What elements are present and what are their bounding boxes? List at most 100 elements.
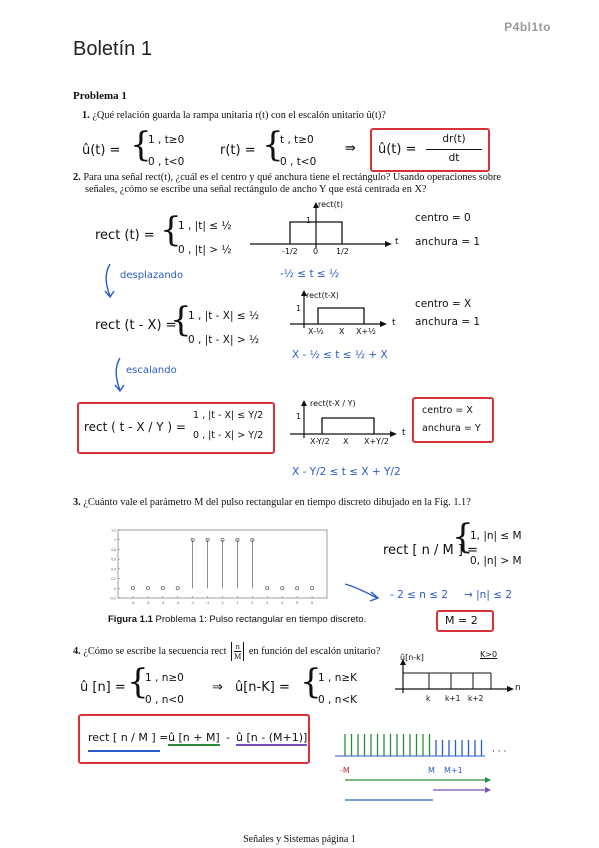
plot2-axis: t: [392, 318, 396, 328]
q1-r-lhs: r(t) =: [220, 143, 256, 158]
stem-marker: [265, 586, 270, 591]
arrow-icon: [485, 777, 491, 783]
y-tick-label: 1.2: [111, 529, 116, 533]
brace: {: [130, 125, 152, 165]
q2-scale-lhs: rect ( t - X / Y ) =: [84, 420, 186, 434]
plot1-tick: 1/2: [336, 247, 349, 256]
q4-result-term1: û [n + M]: [168, 731, 220, 746]
q3-implies: → |n| ≤ 2: [464, 589, 513, 601]
step-plot: [395, 659, 514, 693]
stem-marker: [235, 537, 240, 542]
q3-rect-lhs: rect [ n / M ] =: [383, 543, 478, 558]
plot2-tick: X+½: [356, 327, 376, 336]
anchura-2: anchura = 1: [415, 316, 481, 328]
q2-rect-lhs: rect (t) =: [95, 228, 155, 243]
plot2-tick: X: [339, 327, 345, 336]
q1-u-case1: 1 , t≥0: [148, 134, 185, 146]
figure-caption: Figura 1.1 Problema 1: Pulso rectangular…: [108, 614, 367, 625]
down-arrow-icon: [104, 263, 115, 299]
y-tick-label: 0.4: [111, 567, 116, 571]
plot2-tick: X-½: [308, 327, 324, 336]
rect-plot-2: [290, 290, 387, 328]
q1-result-lhs: û(t) =: [378, 142, 417, 157]
brace: {: [160, 210, 182, 250]
q2-shift-case2: 0 , |t - X| > ½: [188, 334, 260, 346]
q1-result-num: dr(t): [442, 133, 466, 145]
brace: {: [300, 662, 322, 702]
problem-heading: Problema 1: [73, 90, 127, 102]
q4-arrow: ⇒: [212, 680, 223, 695]
stem-marker: [145, 586, 150, 591]
anchura-1: anchura = 1: [415, 236, 481, 248]
stem-marker: [175, 586, 180, 591]
x-tick-label: 1: [236, 601, 238, 605]
q1-u-case2: 0 , t<0: [148, 156, 185, 168]
brace: {: [170, 300, 192, 340]
step-plot-axis: n: [515, 683, 521, 693]
q1-u-lhs: û(t) =: [82, 143, 121, 158]
rect-plot-3: [290, 400, 397, 438]
plot3-axis: t: [402, 428, 406, 438]
y-tick-label: -0.2: [110, 597, 116, 601]
plot2-tick-one: 1: [296, 304, 302, 313]
q1-arrow: ⇛: [345, 141, 356, 156]
q2-scale-case1: 1 , |t - X| ≤ Y/2: [193, 410, 264, 421]
x-tick-label: 2: [251, 601, 253, 605]
rect-plot-1: [250, 202, 392, 248]
q4-result-lhs: rect [ n / M ] =: [88, 731, 169, 744]
centro-3: centro = X: [422, 405, 473, 416]
q3-range: - 2 ≤ n ≤ 2: [390, 589, 449, 601]
q4-result-minus: -: [226, 731, 230, 744]
y-tick-label: 0.8: [111, 548, 116, 552]
q1-result-box: û(t) = dr(t) dt: [370, 128, 490, 172]
x-tick-label: 0: [222, 601, 224, 605]
plot3-tick: X+Y/2: [364, 437, 389, 446]
x-tick-label: 6: [311, 601, 313, 605]
q3-answer-box: M = 2: [436, 610, 494, 632]
underline: [88, 750, 160, 752]
seq-label: M: [428, 766, 435, 775]
sequence-plot: [335, 734, 491, 801]
step-plot-cond: K>0: [480, 650, 498, 659]
step-plot-label: û[n-k]: [400, 653, 424, 662]
q3-rect-case1: 1, |n| ≤ M: [470, 530, 522, 542]
plot1-axis: t: [395, 237, 399, 247]
y-tick-label: 0: [114, 587, 116, 591]
stem-marker: [205, 537, 210, 542]
stem-marker: [310, 586, 314, 591]
stem-marker: [280, 586, 285, 591]
y-tick-label: 0.6: [111, 558, 116, 562]
page-title: Boletín 1: [73, 38, 152, 60]
y-tick-label: 1: [114, 538, 116, 542]
plot3-label: rect(t-X / Y): [310, 399, 356, 408]
q2-text: 2. Para una señal rect(t), ¿cuál es el c…: [73, 172, 501, 195]
x-tick-label: -6: [131, 601, 134, 605]
range-2: X - ½ ≤ t ≤ ½ + X: [292, 349, 388, 361]
page-footer: Señales y Sistemas página 1: [243, 834, 356, 845]
plot1-tick-one: 1: [306, 216, 312, 225]
plot1-tick: 0: [313, 247, 319, 256]
q3-answer: M = 2: [445, 614, 478, 627]
q4-u-case2: 0 , n<0: [145, 694, 184, 706]
step-plot-tick: k: [426, 694, 431, 703]
x-tick-label: 5: [296, 601, 298, 605]
stem-marker: [131, 586, 135, 591]
q1-result-den: dt: [448, 152, 460, 164]
desplazando-label: desplazando: [120, 270, 184, 281]
stem-marker: [295, 586, 300, 591]
q4-u-case1: 1 , n≥0: [145, 672, 184, 684]
stem-marker: [160, 586, 165, 591]
stem-marker: [250, 537, 255, 542]
q4-result-box: rect [ n / M ] = û [n + M] - û [n - (M+1…: [78, 714, 310, 764]
curved-arrow-icon: [344, 583, 380, 602]
q4-uk-case1: 1 , n≥K: [318, 672, 358, 684]
x-tick-label: -1: [206, 601, 209, 605]
centro-2: centro = X: [415, 298, 472, 310]
plot3-tick: X-Y/2: [310, 437, 330, 446]
q2-shift-lhs: rect (t - X) =: [95, 318, 177, 333]
plot2-label: rect(t-X): [306, 291, 339, 300]
step-plot-tick: k+1: [445, 694, 461, 703]
plot1-label: rect(t): [318, 200, 343, 209]
step-plot-tick: k+2: [468, 694, 484, 703]
